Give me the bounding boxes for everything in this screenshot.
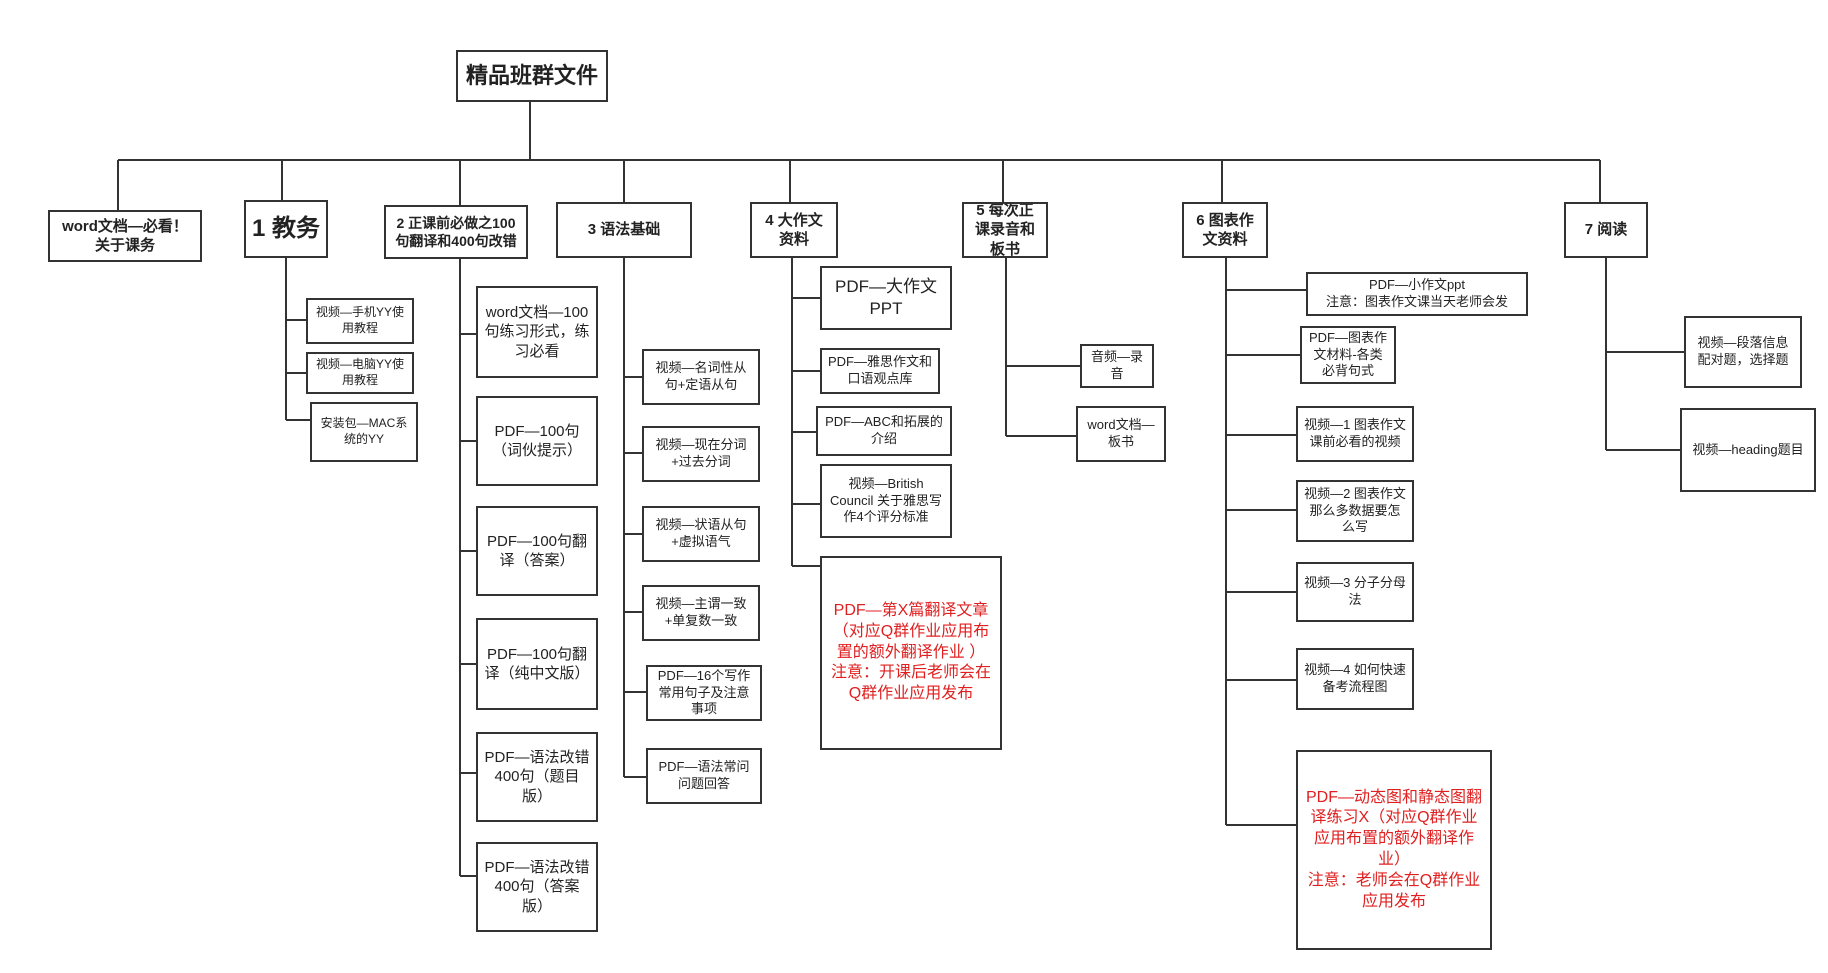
- leaf-matching-video[interactable]: 视频—段落信息配对题，选择题: [1684, 316, 1802, 388]
- leaf-noun-attributive-clauses[interactable]: 视频—名词性从句+定语从句: [642, 349, 760, 405]
- leaf-grammar-faq[interactable]: PDF—语法常问问题回答: [646, 748, 762, 804]
- leaf-16-sentences[interactable]: PDF—16个写作常用句子及注意事项: [646, 665, 762, 721]
- category-essay-materials[interactable]: 4 大作文资料: [750, 202, 838, 258]
- root-node: 精品班群文件: [456, 50, 608, 102]
- category-reading[interactable]: 7 阅读: [1564, 202, 1648, 258]
- leaf-chart-sentence-patterns[interactable]: PDF—图表作文材料-各类必背句式: [1300, 326, 1396, 384]
- leaf-yy-desktop-video[interactable]: 视频—电脑YY使用教程: [306, 352, 414, 394]
- leaf-heading-video[interactable]: 视频—heading题目: [1680, 408, 1816, 492]
- leaf-task1-ppt[interactable]: PDF—小作文ppt 注意：图表作文课当天老师会发: [1306, 272, 1528, 316]
- category-chart-essay-materials[interactable]: 6 图表作文资料: [1182, 202, 1268, 258]
- leaf-agreement[interactable]: 视频—主谓一致+单复数一致: [642, 585, 760, 641]
- leaf-participles[interactable]: 视频—现在分词+过去分词: [642, 426, 760, 482]
- category-translation-correction[interactable]: 2 正课前必做之100句翻译和400句改错: [384, 205, 528, 259]
- category-course-notice[interactable]: word文档—必看！关于课务: [48, 210, 202, 262]
- leaf-chart-translation-notice[interactable]: PDF—动态图和静态图翻译练习X（对应Q群作业应用布置的额外翻译作业） 注意：老…: [1296, 750, 1492, 950]
- leaf-british-council-criteria[interactable]: 视频—British Council 关于雅思写作4个评分标准: [820, 464, 952, 538]
- leaf-400-corrections-answers[interactable]: PDF—语法改错400句（答案版）: [476, 842, 598, 932]
- category-grammar-basics[interactable]: 3 语法基础: [556, 202, 692, 258]
- leaf-100-sentences-hints[interactable]: PDF—100句（词伙提示）: [476, 396, 598, 486]
- leaf-yy-mac-installer[interactable]: 安装包—MAC系统的YY: [310, 402, 418, 462]
- leaf-100-sentences-word[interactable]: word文档—100句练习形式，练习必看: [476, 286, 598, 378]
- category-recordings-notes[interactable]: 5 每次正课录音和板书: [962, 202, 1048, 258]
- leaf-audio-recording[interactable]: 音频—录音: [1080, 344, 1154, 388]
- leaf-ideas-bank[interactable]: PDF—雅思作文和口语观点库: [820, 348, 940, 394]
- leaf-chart-video-4[interactable]: 视频—4 如何快速备考流程图: [1296, 648, 1414, 710]
- leaf-translation-article-notice[interactable]: PDF—第X篇翻译文章（对应Q群作业应用布置的额外翻译作业 ） 注意：开课后老师…: [820, 556, 1002, 750]
- leaf-chart-video-2[interactable]: 视频—2 图表作文那么多数据要怎么写: [1296, 480, 1414, 542]
- leaf-400-corrections-questions[interactable]: PDF—语法改错400句（题目版）: [476, 732, 598, 822]
- leaf-100-sentences-answers[interactable]: PDF—100句翻译（答案）: [476, 506, 598, 596]
- leaf-100-sentences-chinese[interactable]: PDF—100句翻译（纯中文版）: [476, 618, 598, 710]
- leaf-chart-video-3[interactable]: 视频—3 分子分母法: [1296, 562, 1414, 622]
- leaf-abc-intro[interactable]: PDF—ABC和拓展的介绍: [816, 406, 952, 456]
- leaf-board-notes[interactable]: word文档—板书: [1076, 406, 1166, 462]
- leaf-yy-mobile-video[interactable]: 视频—手机YY使用教程: [306, 298, 414, 344]
- leaf-essay-ppt[interactable]: PDF—大作文PPT: [820, 266, 952, 330]
- leaf-chart-video-1[interactable]: 视频—1 图表作文课前必看的视频: [1296, 406, 1414, 462]
- leaf-adverbial-subjunctive[interactable]: 视频—状语从句+虚拟语气: [642, 506, 760, 562]
- category-academic-affairs[interactable]: 1 教务: [244, 200, 328, 258]
